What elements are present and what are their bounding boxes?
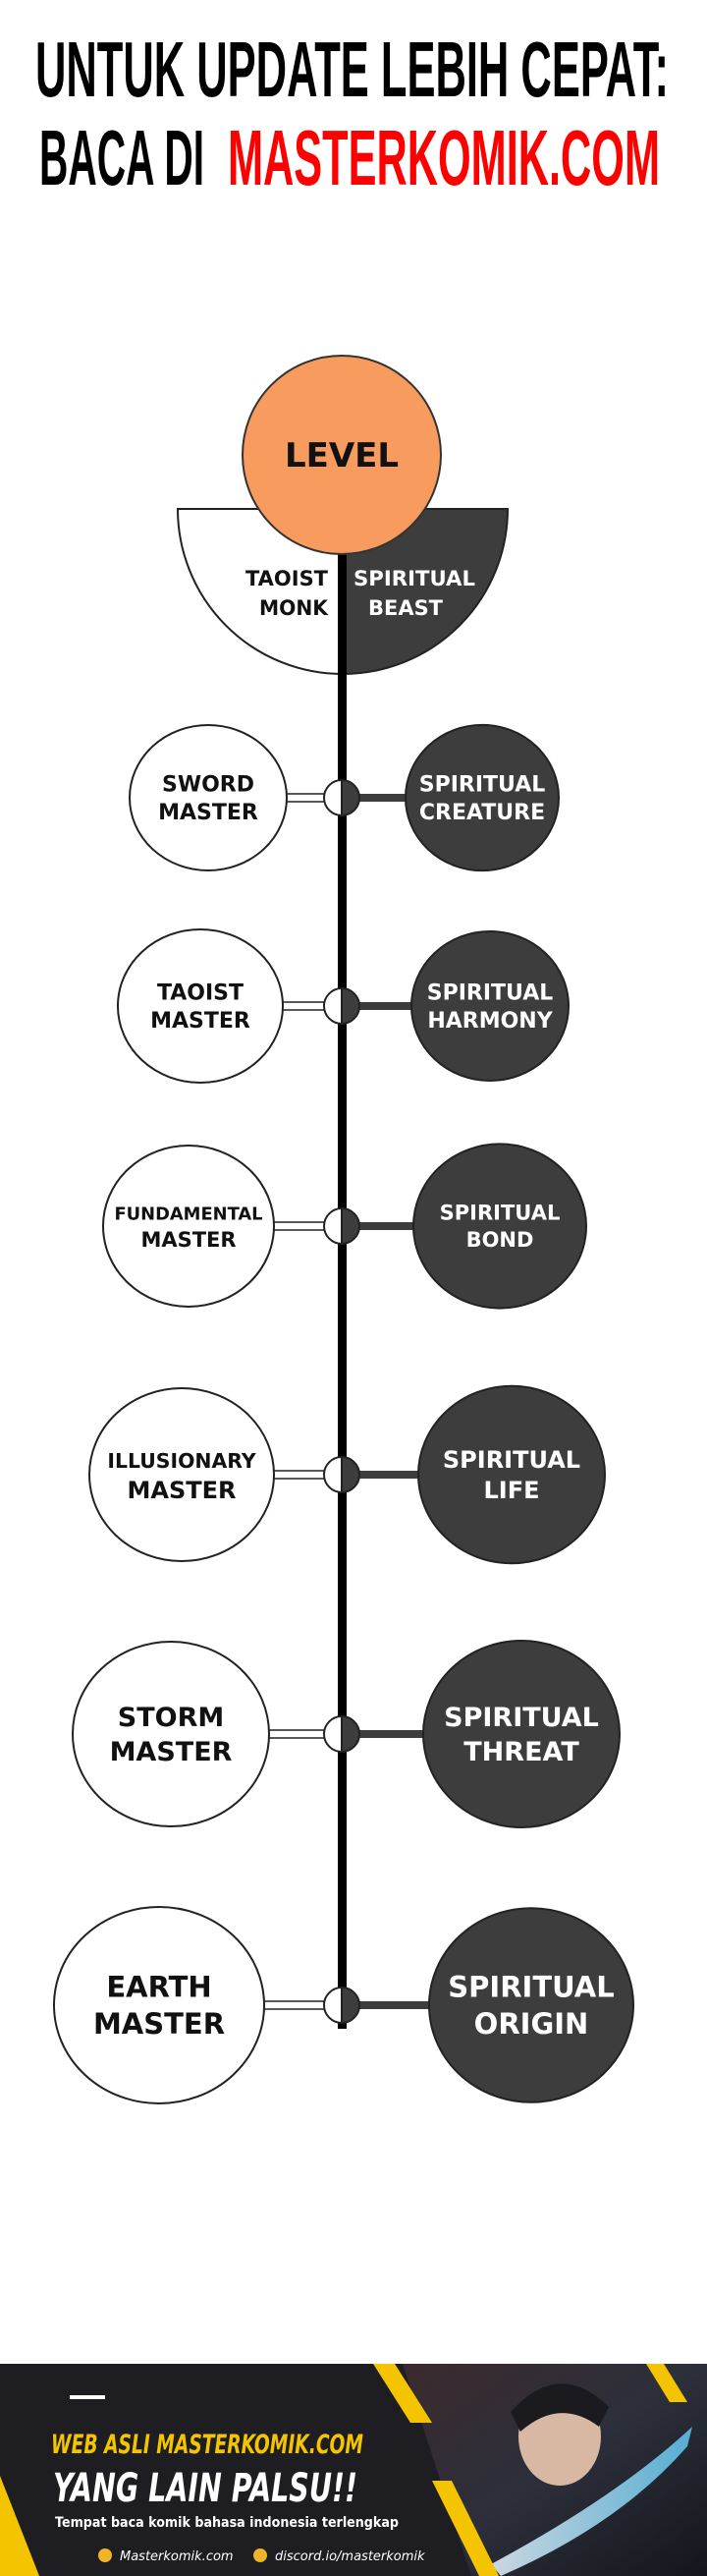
node-left-half [323,1714,343,1754]
right-connector [344,1002,413,1010]
dot-icon [253,2548,267,2562]
spiritual-rank-label: LIFE [483,1477,539,1504]
spiritual-rank-label: SPIRITUAL [448,1970,614,2003]
node-right-half [341,1206,360,1246]
taoist-rank-circle [88,1387,275,1562]
level-row: STORM MASTER SPIRITUAL THREAT [72,1640,621,1828]
taoist-rank-label: ILLUSIONARY [107,1449,255,1473]
taoist-rank-label: SWORD [162,772,254,797]
taoist-rank-label: MASTER [150,1009,250,1034]
taoist-rank-label: EARTH [106,1970,211,2003]
node-right-half [341,1986,360,2025]
spiritual-rank-circle [410,930,570,1082]
taoist-rank-label: STORM [118,1703,224,1733]
header-line2-prefix: BACA DI [39,114,204,201]
spiritual-beast-label-2: BEAST [368,596,444,620]
node-right-half [341,986,360,1026]
level-label: LEVEL [285,436,399,476]
spiritual-rank-circle [422,1640,621,1828]
taoist-rank-label: MASTER [93,2007,225,2041]
dot-icon [98,2548,112,2562]
right-connector [344,1730,425,1738]
spiritual-rank-label: CREATURE [419,801,545,825]
spiritual-rank-label: BOND [466,1228,534,1252]
spiritual-rank-label: HARMONY [427,1009,553,1034]
spiritual-rank-label: SPIRITUAL [444,1703,599,1733]
taoist-rank-label: MASTER [110,1737,233,1767]
spiritual-rank-circle [428,1907,634,2103]
header: UNTUK UPDATE LEBIH CEPAT: BACA DI MASTER… [35,26,669,201]
spiritual-rank-label: THREAT [463,1737,579,1767]
spiritual-beast-half [342,508,510,676]
blade-icon [491,2427,692,2576]
node-left-half [323,986,343,1026]
right-connector [344,1471,420,1479]
taoist-monk-label-2: MONK [259,596,329,620]
level-row: ILLUSIONARY MASTER SPIRITUAL LIFE [88,1384,606,1565]
taoist-rank-label: MASTER [158,801,258,825]
spiritual-rank-label: ORIGIN [474,2007,589,2041]
node-left-half [323,1206,343,1246]
right-connector [344,794,408,802]
taoist-rank-circle [102,1145,275,1308]
taoist-rank-circle [117,928,284,1084]
spine-line [338,531,347,2029]
spiritual-rank-label: SPIRITUAL [443,1446,580,1474]
taoist-rank-label: MASTER [128,1477,237,1504]
taoist-rank-label: MASTER [140,1228,236,1252]
spiritual-rank-circle [417,1384,606,1565]
spiritual-beast-label-1: SPIRITUAL [354,567,475,590]
spiritual-rank-label: SPIRITUAL [419,772,546,797]
right-connector [344,2001,431,2009]
taoist-rank-label: FUNDAMENTAL [114,1204,262,1225]
node-left-half [323,1986,343,2025]
banner-link-site[interactable]: Masterkomik.com [120,2549,234,2564]
spiritual-rank-label: SPIRITUAL [440,1202,561,1225]
node-right-half [341,1714,360,1754]
header-line1: UNTUK UPDATE LEBIH CEPAT: [35,26,669,113]
level-row: SWORD MASTER SPIRITUAL CREATURE [129,723,560,872]
level-row: FUNDAMENTAL MASTER SPIRITUAL BOND [102,1143,587,1310]
banner-tagline: Tempat baca komik bahasa indonesia terle… [55,2515,399,2531]
node-left-half [323,1455,343,1494]
level-row: EARTH MASTER SPIRITUAL ORIGIN [53,1906,634,2104]
spiritual-rank-label: SPIRITUAL [427,980,554,1005]
taoist-rank-circle [129,724,288,871]
taoist-rank-circle [72,1641,270,1827]
level-circle [242,355,442,555]
banner-link-discord[interactable]: discord.io/masterkomik [275,2549,425,2564]
spiritual-rank-circle [405,723,560,872]
base-semicircle [176,508,510,676]
node-left-half [323,778,343,817]
taoist-rank-label: TAOIST [157,980,244,1005]
promo-banner: WEB ASLI MASTERKOMIK.COM YANG LAIN PALSU… [0,2364,707,2576]
level-row: TAOIST MASTER SPIRITUAL HARMONY [117,928,570,1084]
taoist-monk-half [176,508,344,676]
spiritual-rank-circle [412,1143,587,1310]
banner-line2: YANG LAIN PALSU!! [53,2466,357,2511]
node-right-half [341,778,360,817]
banner-line1: WEB ASLI MASTERKOMIK.COM [51,2430,363,2460]
taoist-rank-circle [53,1906,265,2104]
taoist-monk-label-1: TAOIST [245,567,329,590]
header-site-link[interactable]: MASTERKOMIK.COM [228,114,660,201]
node-right-half [341,1455,360,1494]
right-connector [344,1222,415,1230]
level-rows: SWORD MASTER SPIRITUAL CREATURE TAOIST MASTER… [53,723,634,2104]
